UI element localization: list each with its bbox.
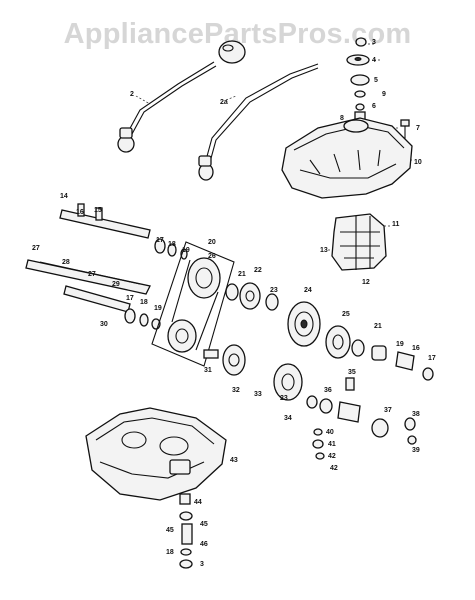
small-hardware: [312, 428, 325, 460]
transmission-cover: [281, 117, 413, 199]
callout: 16: [76, 209, 84, 216]
countershaft: [63, 285, 131, 313]
transmission-case: [85, 407, 227, 501]
callout: 25: [342, 311, 350, 318]
callout: 12: [362, 279, 370, 286]
callout: 4: [372, 57, 376, 64]
lower-gear-left: [203, 344, 246, 376]
upper-shift-shaft: [59, 203, 151, 239]
callout: 41: [328, 441, 336, 448]
callout: 40: [326, 429, 334, 436]
callout: 18: [166, 549, 174, 556]
callout: 3: [200, 561, 204, 568]
callout: 20: [208, 239, 216, 246]
callout: 15: [94, 207, 102, 214]
callout: 13: [320, 247, 328, 254]
callout: 14: [60, 193, 68, 200]
callout: 21: [238, 271, 246, 278]
leader-lines: [135, 43, 414, 251]
shifter-stack-parts: [346, 37, 370, 121]
callout: 31: [204, 367, 212, 374]
shift-fork-assembly: [331, 213, 387, 271]
callout: 45: [166, 527, 174, 534]
callout: 45: [200, 521, 208, 528]
shift-lever-right: [198, 63, 319, 181]
callout: 42: [330, 465, 338, 472]
callout: 6: [372, 103, 376, 110]
callout: 2a: [220, 99, 228, 106]
callout: 19: [396, 341, 404, 348]
callout: 44: [194, 499, 202, 506]
callout-labels: 2 2a 3 4 5 6 7 8 9 10 11 12 13 14 15 16 …: [32, 39, 436, 568]
drain-plug-stack: [179, 493, 193, 569]
callout: 37: [384, 407, 392, 414]
callout: 10: [414, 159, 422, 166]
callout: 27: [32, 245, 40, 252]
callout: 21: [374, 323, 382, 330]
output-shaft-parts: [306, 377, 417, 445]
callout: 27: [88, 271, 96, 278]
callout: 19: [154, 305, 162, 312]
callout: 18: [168, 241, 176, 248]
callout: 30: [100, 321, 108, 328]
callout: 42: [328, 453, 336, 460]
callout: 34: [284, 415, 292, 422]
callout: 24: [304, 287, 312, 294]
callout: 19: [182, 247, 190, 254]
gear-cluster-right: [325, 325, 434, 381]
callout: 26: [208, 253, 216, 260]
callout: 18: [140, 299, 148, 306]
callout: 22: [254, 267, 262, 274]
bolt: [400, 119, 410, 140]
lower-shaft: [25, 259, 151, 295]
callout: 17: [156, 237, 164, 244]
callout: 3: [372, 39, 376, 46]
callout: 29: [112, 281, 120, 288]
callout: 2: [130, 91, 134, 98]
lower-gear-right: [273, 363, 303, 401]
callout: 33: [254, 391, 262, 398]
callout: 32: [232, 387, 240, 394]
callout: 39: [412, 447, 420, 454]
callout: 16: [412, 345, 420, 352]
callout: 23: [270, 287, 278, 294]
callout: 35: [348, 369, 356, 376]
large-gear: [287, 301, 321, 347]
chain-sprocket-assembly: [151, 241, 235, 367]
shift-knob: [218, 40, 246, 64]
callout: 5: [374, 77, 378, 84]
callout: 17: [126, 295, 134, 302]
callout: 43: [230, 457, 238, 464]
callout: 11: [392, 221, 400, 228]
callout: 7: [416, 125, 420, 132]
callout: 8: [340, 115, 344, 122]
shift-lever-left: [117, 61, 217, 153]
callout: 36: [324, 387, 332, 394]
callout: 38: [412, 411, 420, 418]
callout: 46: [200, 541, 208, 548]
callout: 23: [280, 395, 288, 402]
gear-cluster-upper: [225, 282, 279, 311]
callout: 9: [382, 91, 386, 98]
callout: 28: [62, 259, 70, 266]
callout: 17: [428, 355, 436, 362]
